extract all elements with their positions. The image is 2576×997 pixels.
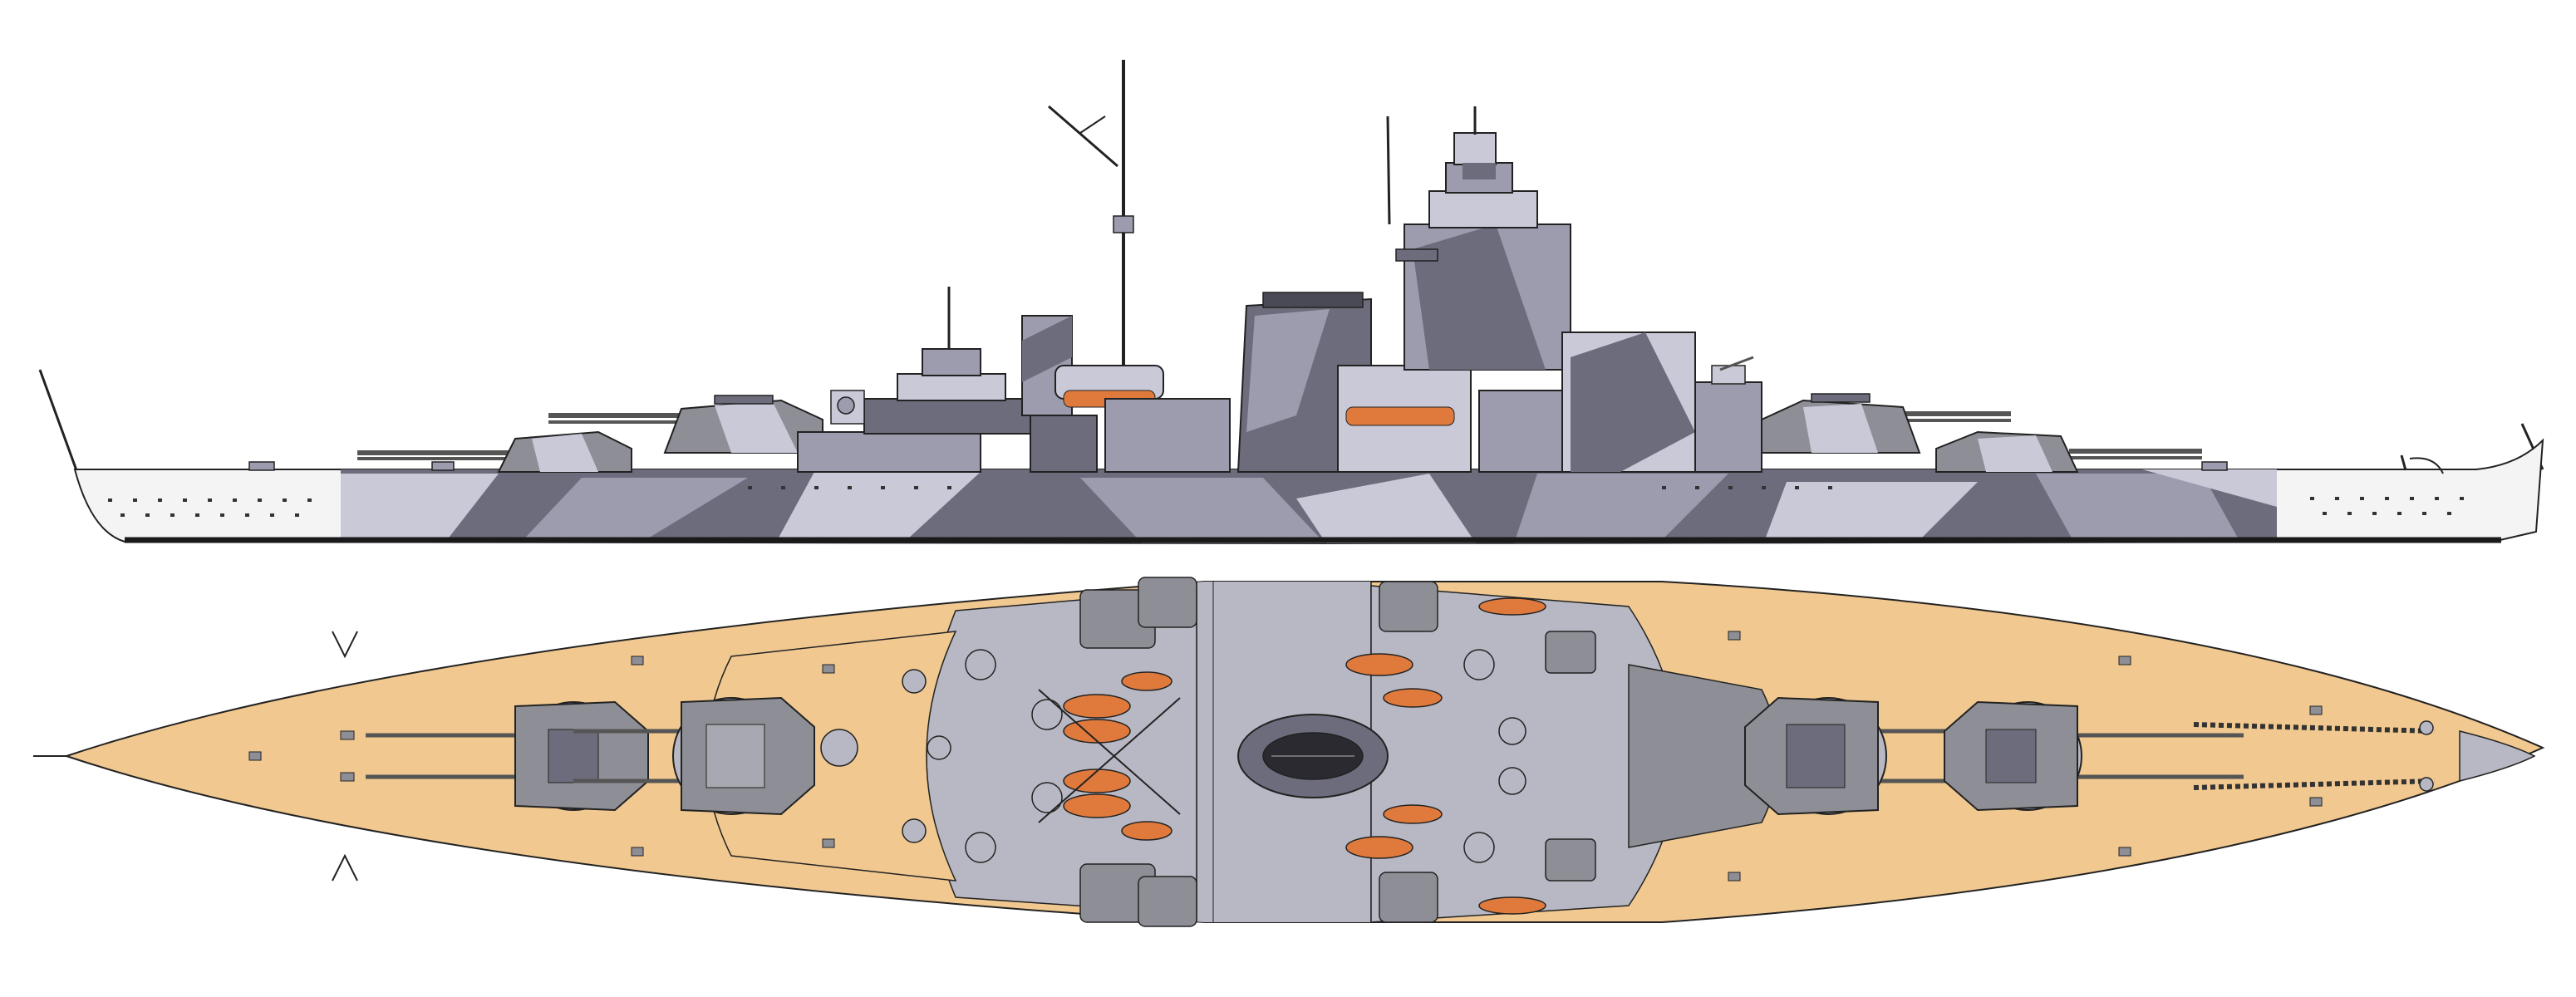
main-mast	[1048, 60, 1134, 366]
hull	[73, 438, 2544, 545]
profile-view	[38, 60, 2544, 545]
plan-deck-fittings	[248, 631, 2323, 882]
funnel	[1236, 292, 1372, 473]
plan-bow-fittings	[2419, 720, 2536, 792]
plan-secondary-turrets	[1079, 577, 1596, 927]
portholes-mid	[748, 486, 1832, 489]
plan-boats	[1063, 597, 1546, 915]
plan-funnel	[1237, 714, 1389, 798]
aft-superstructure	[1561, 332, 1762, 473]
plan-flak-mounts	[820, 649, 1526, 863]
plan-anchor-chains	[2193, 722, 2436, 790]
portholes-fore	[108, 498, 312, 517]
turret-anton	[357, 430, 632, 473]
stern-fittings	[248, 454, 2444, 474]
forward-superstructure	[797, 287, 1231, 473]
plan-turret-dora	[1944, 700, 2244, 812]
turret-dora	[1935, 430, 2202, 473]
jackstaff	[38, 369, 78, 471]
plan-turret-bruno	[573, 696, 815, 816]
plan-view	[33, 577, 2545, 927]
turret-caesar	[1761, 393, 2011, 454]
central-deckhouse	[1337, 365, 1580, 473]
bridge-tower	[1386, 106, 1571, 371]
turret-bruno	[548, 395, 823, 454]
plan-catapult	[1038, 689, 1181, 823]
plan-turret-caesar	[1744, 696, 2044, 816]
portholes-aft	[2310, 497, 2464, 515]
